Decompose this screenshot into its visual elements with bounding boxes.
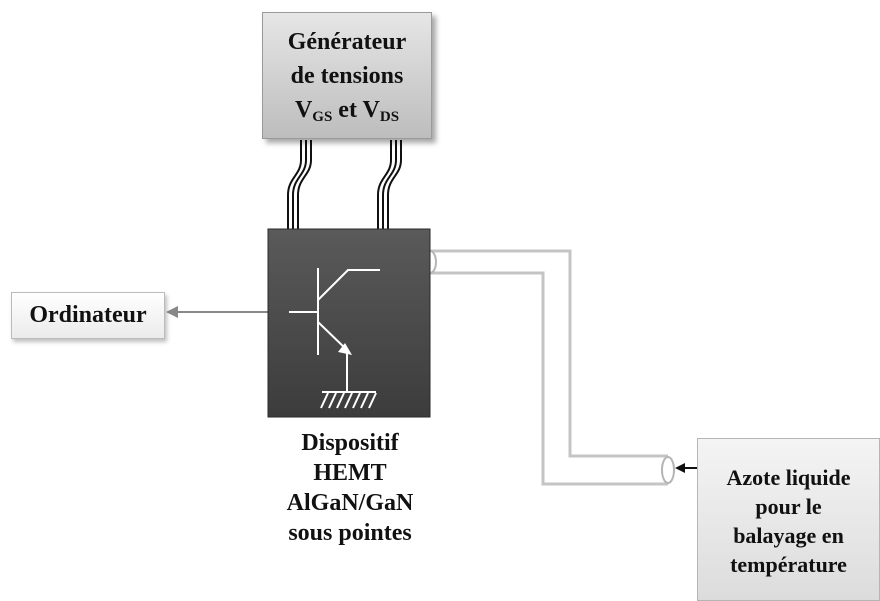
hemt-device-block: [267, 228, 431, 418]
nitrogen-label-line: Azote liquide: [726, 464, 851, 490]
tube-end-nitrogen: [661, 456, 675, 484]
device-caption-line: HEMT: [313, 460, 387, 486]
liquid-nitrogen-box: Azote liquide pour le balayage en tempér…: [697, 438, 880, 601]
emitter-arrowhead: [338, 343, 352, 355]
computer-arrow: [166, 306, 268, 318]
vds-letter: V: [362, 96, 380, 123]
vgs-subscript: GS: [312, 108, 333, 125]
transistor-symbol: [289, 268, 380, 409]
computer-box: Ordinateur: [11, 292, 165, 339]
device-caption: Dispositif HEMT AlGaN/GaN sous pointes: [268, 428, 432, 548]
nitrogen-arrow: [675, 463, 697, 473]
nitrogen-label-line: température: [730, 551, 847, 577]
voltages-connector: et: [332, 96, 363, 123]
voltage-generator-box: Générateur de tensions VGS et VDS: [262, 12, 432, 139]
nitrogen-tube: [430, 249, 668, 486]
nitrogen-label-line: balayage en: [733, 522, 844, 548]
generator-title-line2: de tensions: [290, 62, 404, 89]
vds-subscript: DS: [379, 108, 400, 125]
device-caption-line: Dispositif: [301, 430, 399, 456]
wire-pair-right: [377, 140, 402, 230]
device-caption-line: sous pointes: [288, 520, 412, 546]
vgs-letter: V: [294, 96, 313, 123]
nitrogen-label-line: pour le: [755, 493, 822, 519]
device-caption-line: AlGaN/GaN: [286, 490, 414, 516]
generator-voltages: VGS et VDS: [295, 93, 399, 127]
wire-pair-left: [287, 140, 312, 230]
generator-title-line1: Générateur: [287, 28, 407, 55]
computer-label: Ordinateur: [29, 302, 147, 328]
